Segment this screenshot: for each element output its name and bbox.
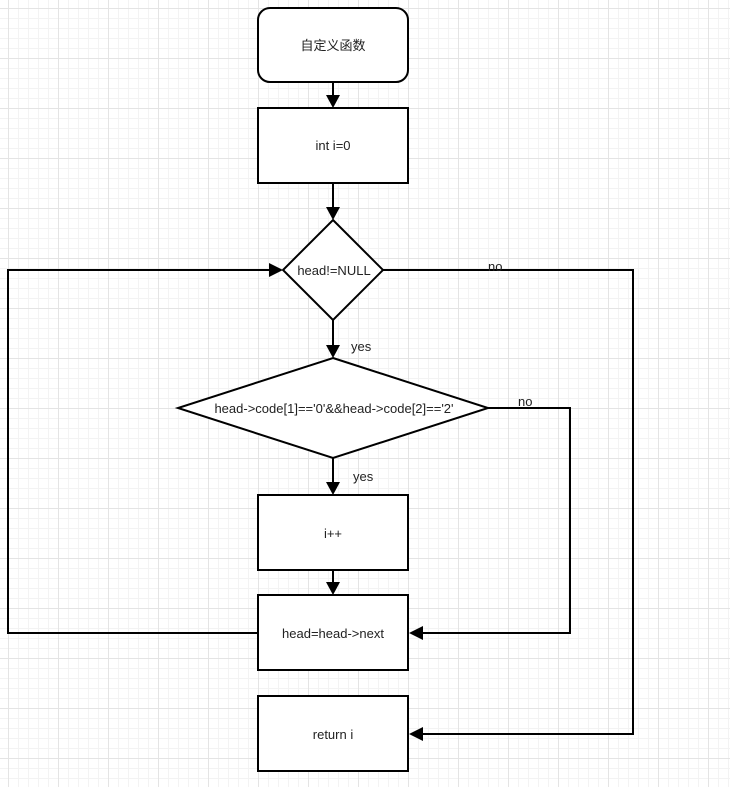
edge-label-loop-yes: yes [351,339,372,354]
node-increment-label: i++ [324,526,342,541]
edge-code-no [422,407,571,634]
node-loop-condition[interactable]: head!=NULL [281,218,385,322]
arrowhead-return [409,727,423,741]
node-start-label: 自定义函数 [300,38,365,53]
edge-loop-no [383,269,634,735]
arrowhead-advance [326,582,340,595]
node-advance[interactable]: head=head->next [257,594,409,671]
arrowhead-code-cond [326,345,340,358]
node-increment[interactable]: i++ [257,494,409,571]
edge-loop-back [7,269,270,634]
node-return-label: return i [313,727,354,742]
arrowhead-code-no [409,626,423,640]
edge-label-loop-no: no [488,259,502,274]
arrowhead-loop [326,207,340,220]
arrowhead-loop-back [269,263,283,277]
node-start[interactable]: 自定义函数 [257,7,409,83]
edge-label-code-no: no [518,394,532,409]
node-loop-condition-label: head!=NULL [297,263,370,278]
node-advance-label: head=head->next [282,626,384,641]
node-init[interactable]: int i=0 [257,107,409,184]
node-return[interactable]: return i [257,695,409,772]
arrowhead-init [326,95,340,108]
edges [7,82,634,741]
edge-label-code-yes: yes [353,469,374,484]
node-init-label: int i=0 [315,138,350,153]
node-code-condition[interactable]: head->code[1]=='0'&&head->code[2]=='2' [174,356,492,460]
arrowhead-increment [326,482,340,495]
node-code-condition-label: head->code[1]=='0'&&head->code[2]=='2' [214,401,453,416]
